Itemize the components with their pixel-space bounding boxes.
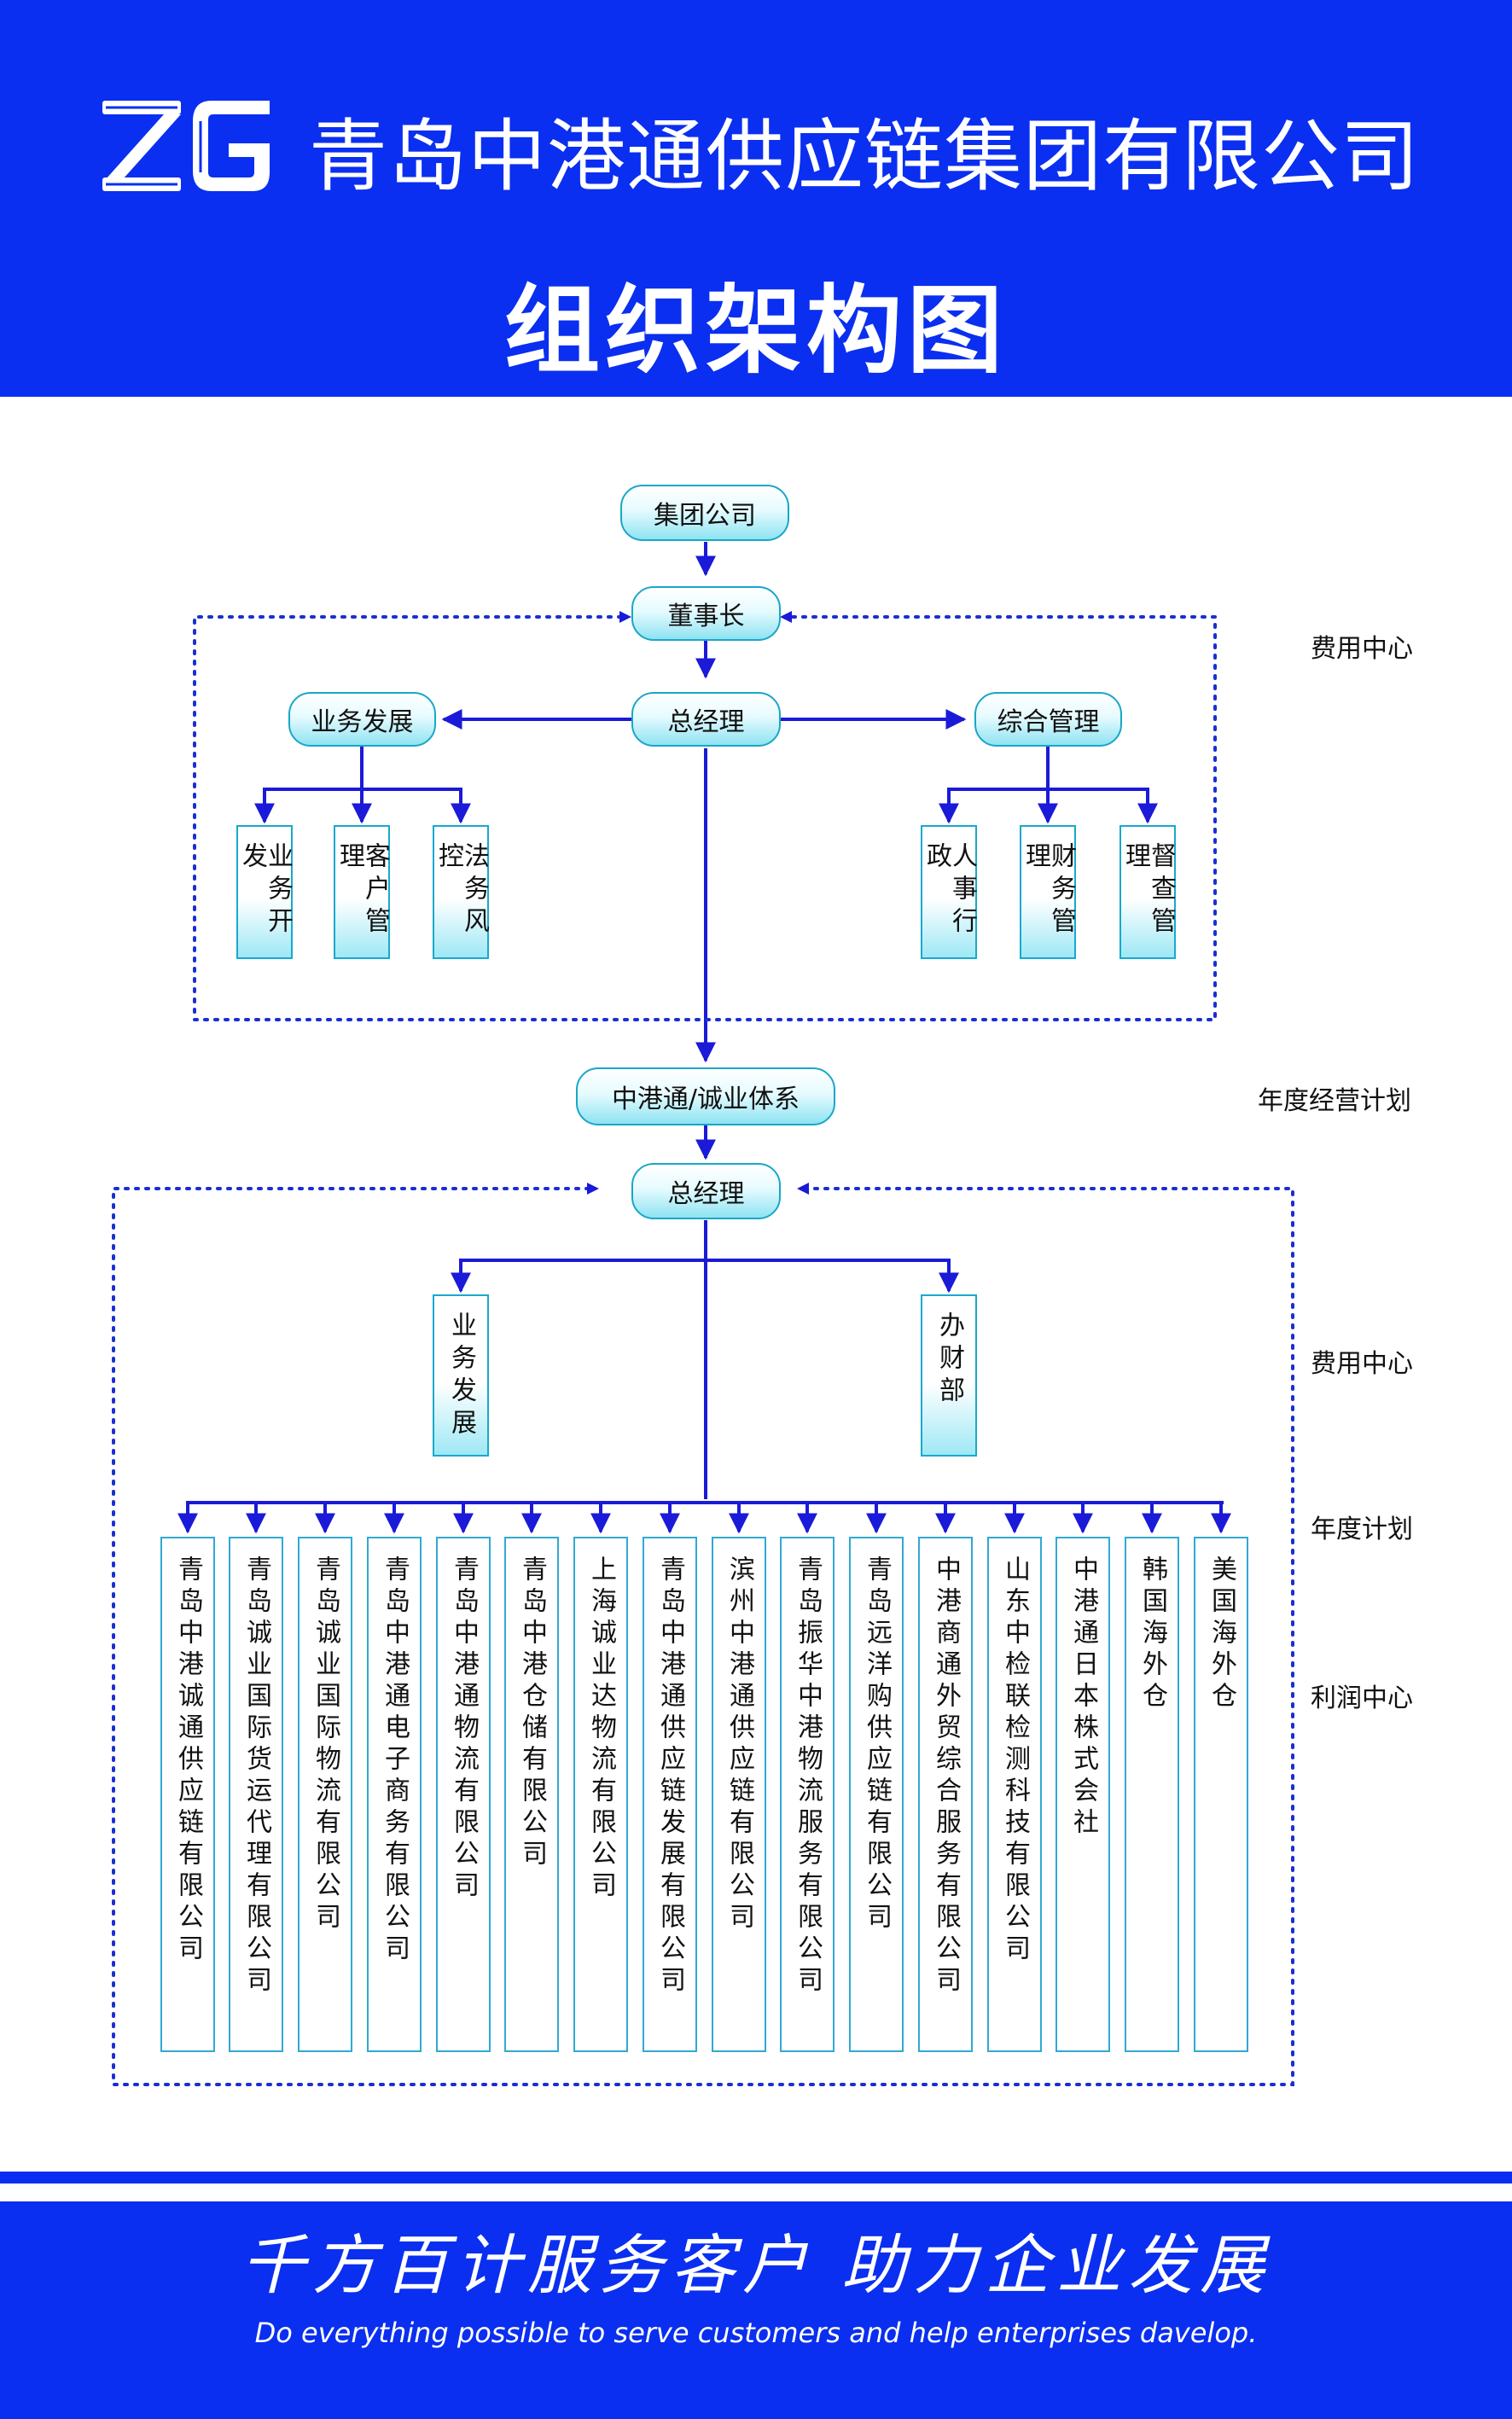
company-box: 中港通日本株式会社 <box>1055 1537 1110 2052</box>
company-box: 青岛诚业国际货运代理有限公司 <box>229 1537 283 2052</box>
company-box: 青岛诚业国际物流有限公司 <box>298 1537 352 2052</box>
page-title: 组织架构图 <box>504 276 1008 387</box>
slogan-english: Do everything possible to serve customer… <box>254 2317 1258 2349</box>
footer-banner <box>0 2201 1512 2419</box>
company-box: 上海诚业达物流有限公司 <box>573 1537 628 2052</box>
company-box: 青岛中港通电子商务有限公司 <box>367 1537 422 2052</box>
dept-box: 业务开发 <box>236 825 293 959</box>
dept-box: 办财部 <box>921 1294 977 1457</box>
company-box: 青岛远洋购供应链有限公司 <box>849 1537 904 2052</box>
company-box: 青岛中港诚通供应链有限公司 <box>160 1537 215 2052</box>
label-profit-center: 利润中心 <box>1311 1683 1413 1713</box>
general-manager-node: 总经理 <box>631 692 781 747</box>
header-banner: 青岛中港通供应链集团有限公司 组织架构图 <box>0 0 1512 397</box>
dept-box: 业务发展 <box>433 1294 489 1457</box>
dept-box: 法务风控 <box>433 825 489 959</box>
company-box: 青岛中港仓储有限公司 <box>504 1537 559 2052</box>
company-name: 青岛中港通供应链集团有限公司 <box>309 111 1421 202</box>
company-box: 中港商通外贸综合服务有限公司 <box>918 1537 973 2052</box>
dept-box: 人事行政 <box>921 825 977 959</box>
label-cost-center: 费用中心 <box>1311 634 1413 664</box>
label-cost-center: 费用中心 <box>1311 1349 1413 1379</box>
company-box: 美国海外仓 <box>1194 1537 1248 2052</box>
business-development-node: 业务发展 <box>288 692 436 747</box>
company-box: 青岛振华中港物流服务有限公司 <box>780 1537 835 2052</box>
zg-logo <box>102 101 270 191</box>
dept-box: 督查管理 <box>1119 825 1176 959</box>
general-management-node: 综合管理 <box>974 692 1122 747</box>
company-box: 滨州中港通供应链有限公司 <box>712 1537 766 2052</box>
company-box: 山东中检联检测科技有限公司 <box>987 1537 1042 2052</box>
connector-lines <box>112 542 1294 2086</box>
company-box: 青岛中港通物流有限公司 <box>436 1537 491 2052</box>
general-manager-bottom-node: 总经理 <box>631 1163 781 1219</box>
label-annual-plan: 年度计划 <box>1311 1515 1413 1544</box>
system-node: 中港通/诚业体系 <box>576 1067 835 1125</box>
company-box: 韩国海外仓 <box>1125 1537 1179 2052</box>
company-box: 青岛中港通供应链发展有限公司 <box>643 1537 697 2052</box>
slogan: 千方百计服务客户 助力企业发展 <box>240 2227 1272 2303</box>
footer-divider <box>0 2172 1512 2183</box>
dept-box: 客户管理 <box>334 825 390 959</box>
dept-box: 财务管理 <box>1020 825 1076 959</box>
label-annual-operating-plan: 年度经营计划 <box>1258 1086 1411 1116</box>
group-company-node: 集团公司 <box>620 485 789 541</box>
chairman-node: 董事长 <box>631 586 781 641</box>
